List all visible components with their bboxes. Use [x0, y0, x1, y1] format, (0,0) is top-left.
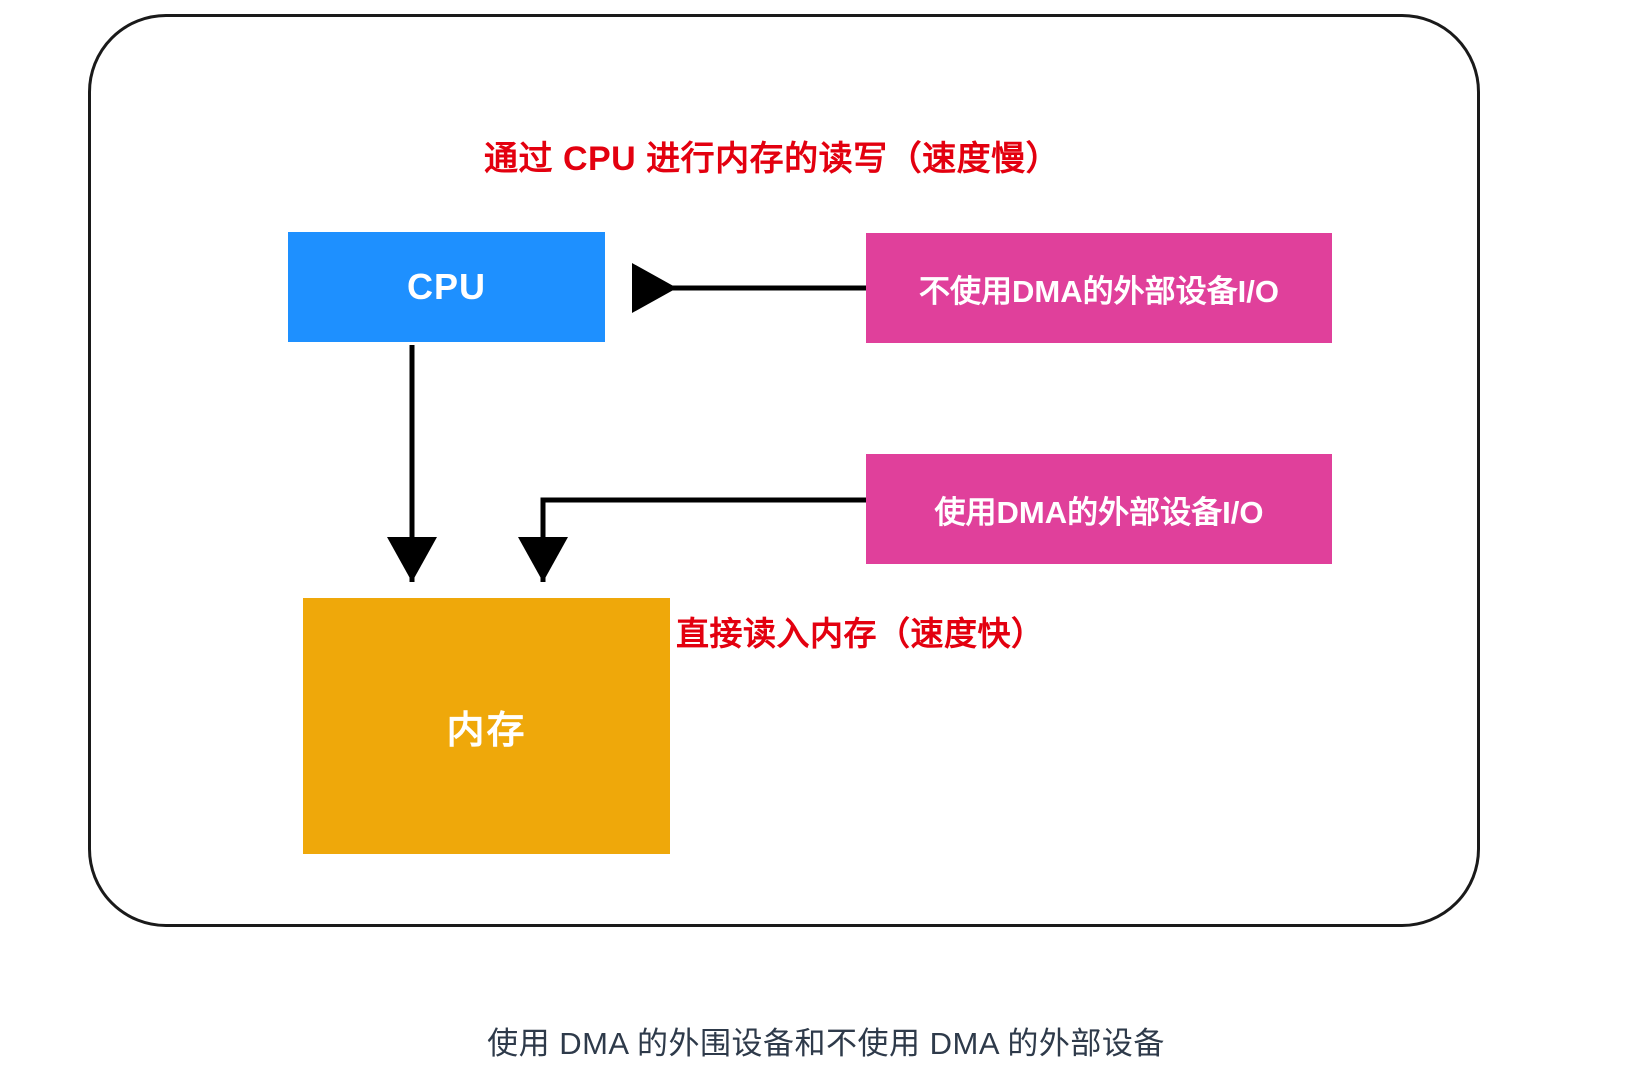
annotation-dma-path-fast: 直接读入内存（速度快） [676, 615, 1045, 652]
figure-caption: 使用 DMA 的外围设备和不使用 DMA 的外部设备 [487, 1026, 1165, 1061]
node-io-without-dma: 不使用DMA的外部设备I/O [866, 233, 1332, 343]
node-memory: 内存 [303, 598, 670, 854]
node-io-with-dma: 使用DMA的外部设备I/O [866, 454, 1332, 564]
annotation-cpu-path-slow: 通过 CPU 进行内存的读写（速度慢） [484, 140, 1061, 178]
node-cpu: CPU [288, 232, 605, 342]
